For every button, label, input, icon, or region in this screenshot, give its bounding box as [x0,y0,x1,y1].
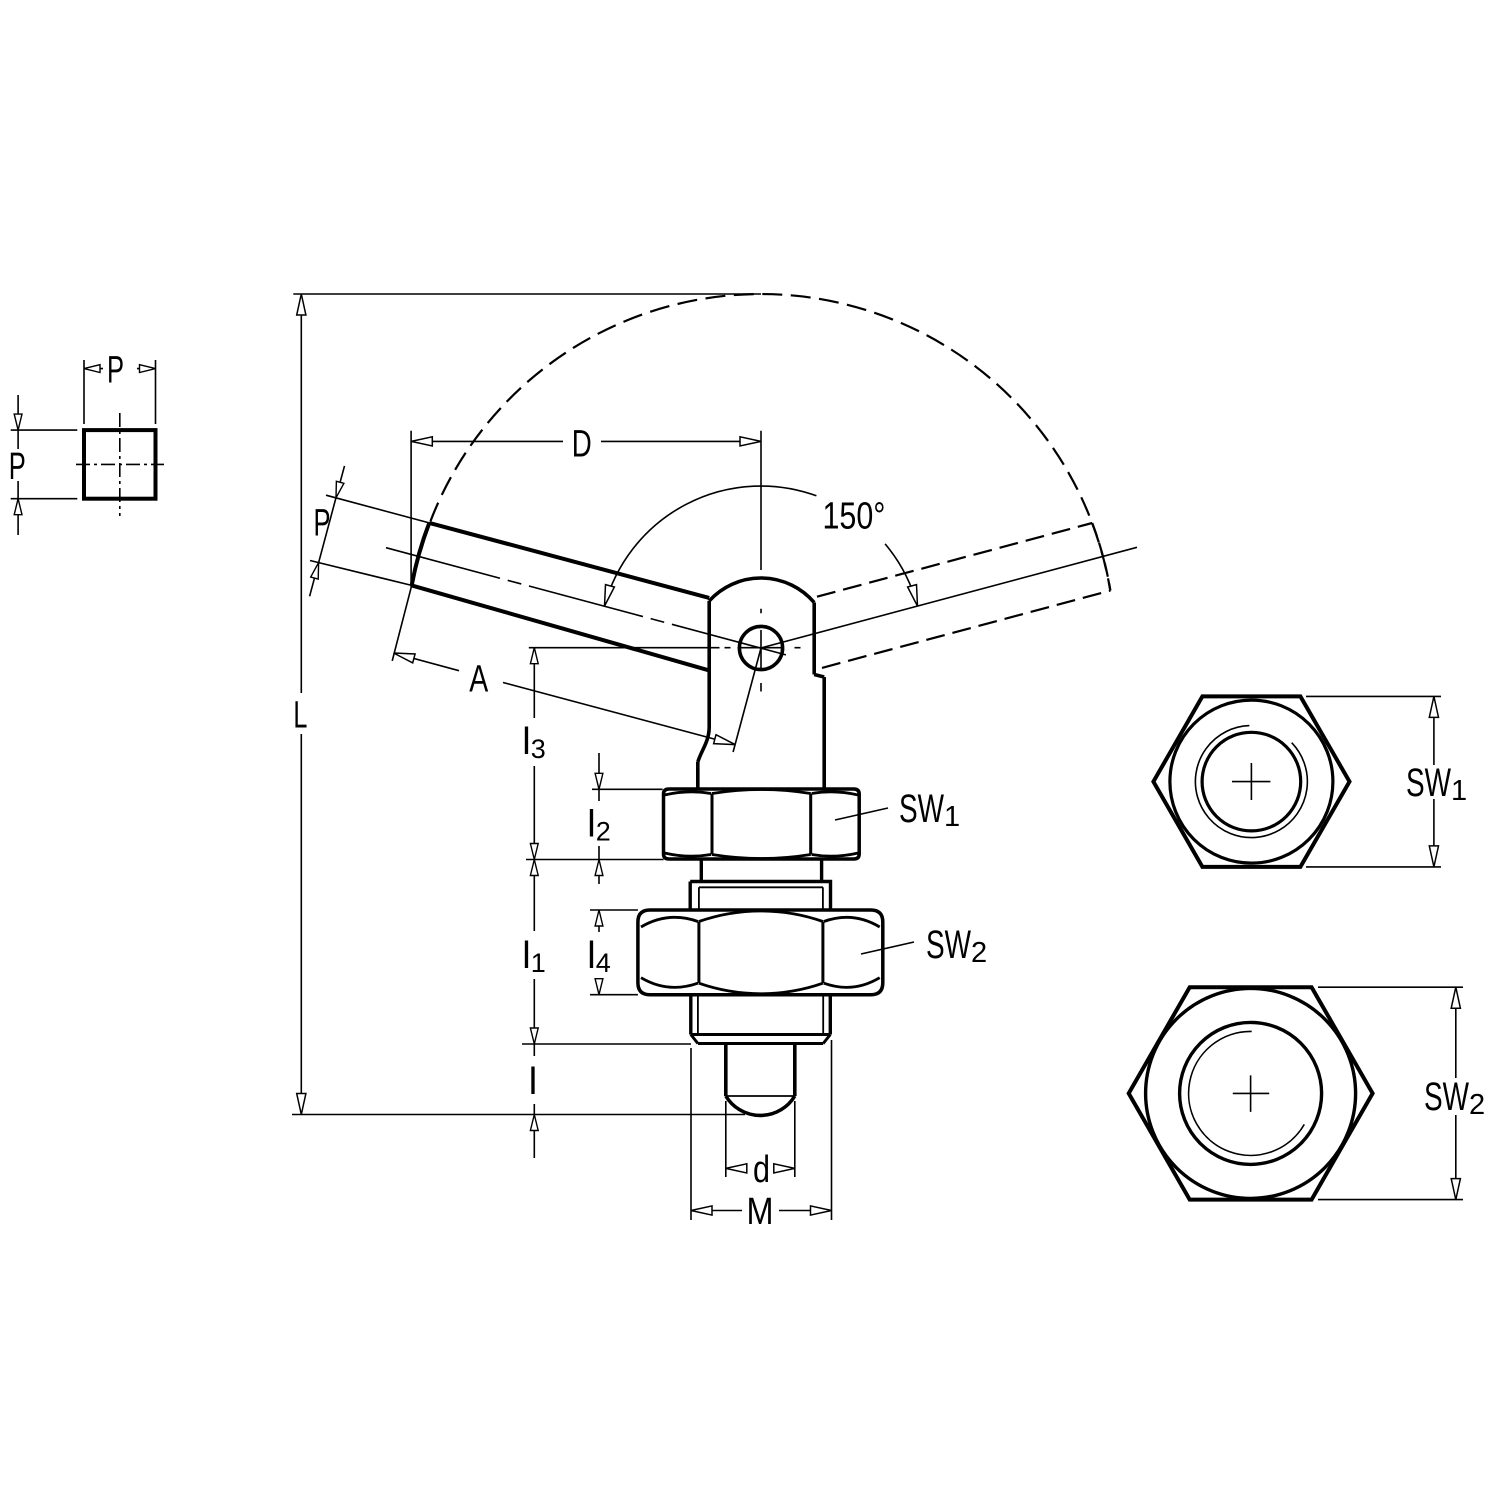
svg-text:P: P [9,446,26,488]
svg-text:l: l [529,1061,537,1103]
svg-text:M: M [747,1191,774,1233]
svg-text:A: A [469,659,488,701]
svg-text:D: D [572,424,592,466]
svg-text:P: P [314,502,331,544]
svg-text:SW2: SW2 [926,923,987,969]
svg-text:SW1: SW1 [899,787,960,833]
svg-text:P: P [107,350,124,392]
svg-text:L: L [293,695,307,737]
svg-text:150°: 150° [823,496,886,538]
svg-text:SW2: SW2 [1424,1075,1485,1121]
svg-text:SW1: SW1 [1406,761,1467,807]
svg-text:d: d [753,1149,770,1191]
